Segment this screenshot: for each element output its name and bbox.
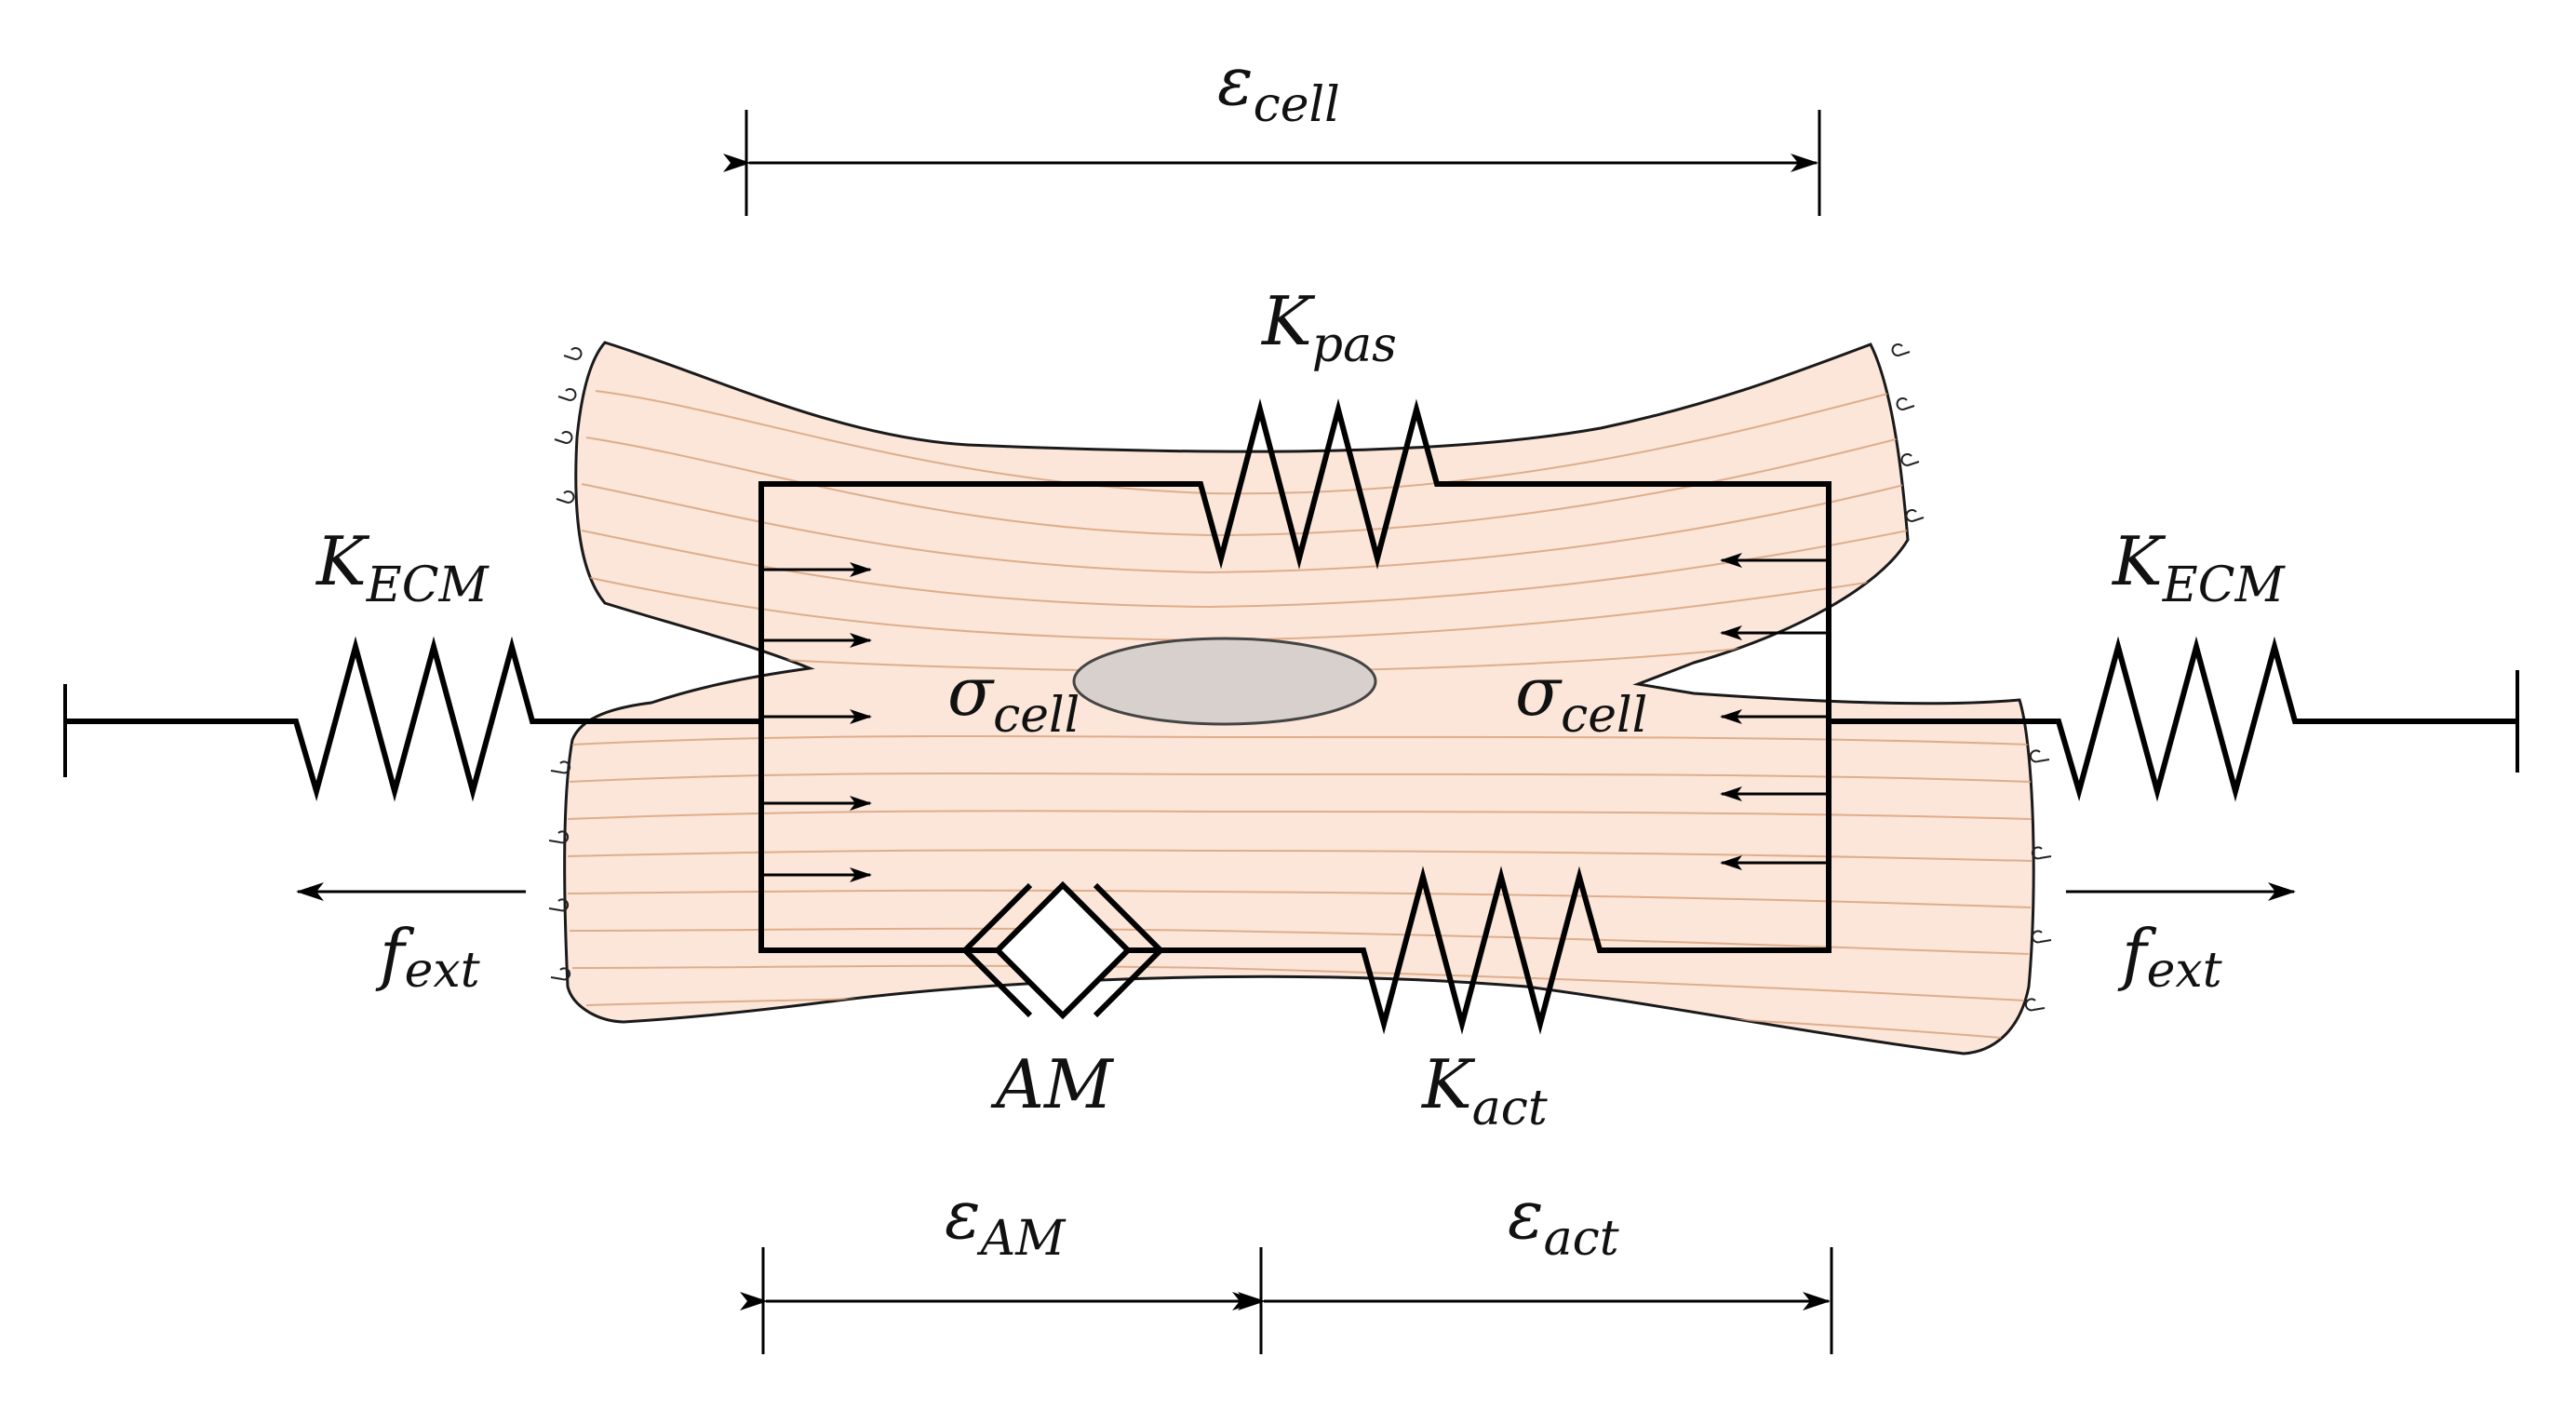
focal-adhesions [548,343,2052,1012]
label-sigma-cell-left: σcell [947,652,1080,744]
label-am: AM [990,1045,1115,1123]
label-k-ecm-left: KECM [315,522,490,613]
spring-k-ecm-right [1829,636,2517,802]
cell-body [548,341,2052,1055]
stress-arrows-right [1720,553,1829,870]
label-sigma-cell-right: σcell [1515,652,1647,744]
spring-k-act [1165,866,1831,1035]
label-k-ecm-right: KECM [2111,522,2287,613]
spring-k-ecm-left [65,636,761,802]
mechanical-circuit [63,398,2519,1035]
spring-k-pas [758,398,1831,570]
label-k-act: Kact [1420,1045,1548,1136]
stress-arrows-left [763,562,872,882]
label-eps-cell: εcell [1217,42,1340,133]
nucleus [1072,637,1377,726]
label-k-pas: Kpas [1260,282,1397,373]
label-eps-act: εact [1508,1176,1619,1267]
dimension-eps-cell [723,110,1821,216]
am-element [960,880,1165,1020]
label-f-ext-right: fext [2117,915,2222,999]
label-eps-am: εAM [945,1176,1067,1267]
dimension-eps-am-act [740,1247,1833,1354]
label-f-ext-left: fext [375,915,480,999]
